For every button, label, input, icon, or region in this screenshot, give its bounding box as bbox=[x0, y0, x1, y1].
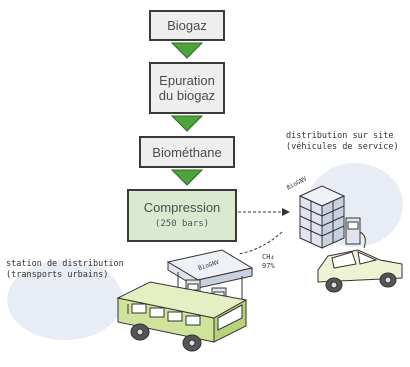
service-car bbox=[317, 249, 403, 293]
station-blob bbox=[7, 260, 123, 340]
ch4-formula-text: CH₄ bbox=[262, 253, 275, 261]
ch4-percent: 97% bbox=[262, 262, 275, 270]
step-epuration-label: Epuration du biogaz bbox=[158, 73, 216, 103]
step-biomethane: Biométhane bbox=[139, 136, 235, 168]
station-distribution-label: station de distribution (transports urba… bbox=[6, 259, 126, 281]
step-biogaz: Biogaz bbox=[149, 10, 225, 41]
arrow-down-icon bbox=[170, 115, 204, 132]
site-distribution-label: distribution sur site (véhicules de serv… bbox=[286, 131, 408, 153]
step-compression-pressure: (250 bars) bbox=[154, 218, 210, 229]
station-connector bbox=[237, 231, 283, 255]
step-biogaz-label: Biogaz bbox=[167, 18, 207, 33]
step-compression: Compression (250 bars) bbox=[127, 189, 237, 242]
arrow-down-icon bbox=[170, 169, 204, 186]
step-biomethane-label: Biométhane bbox=[152, 144, 222, 160]
site-distribution-text: distribution sur site (véhicules de serv… bbox=[286, 131, 399, 152]
station-distribution-text: station de distribution (transports urba… bbox=[6, 259, 124, 280]
site-pump bbox=[345, 217, 366, 249]
ch4-formula: CH₄ bbox=[262, 253, 275, 261]
city-bus bbox=[116, 281, 248, 352]
gas-storage-tanks bbox=[298, 185, 346, 249]
ch4-percent-text: 97% bbox=[262, 262, 275, 270]
step-compression-label: Compression bbox=[143, 199, 221, 215]
step-epuration: Epuration du biogaz bbox=[149, 62, 225, 114]
arrow-right-icon bbox=[282, 208, 290, 216]
arrow-down-icon bbox=[170, 42, 204, 59]
